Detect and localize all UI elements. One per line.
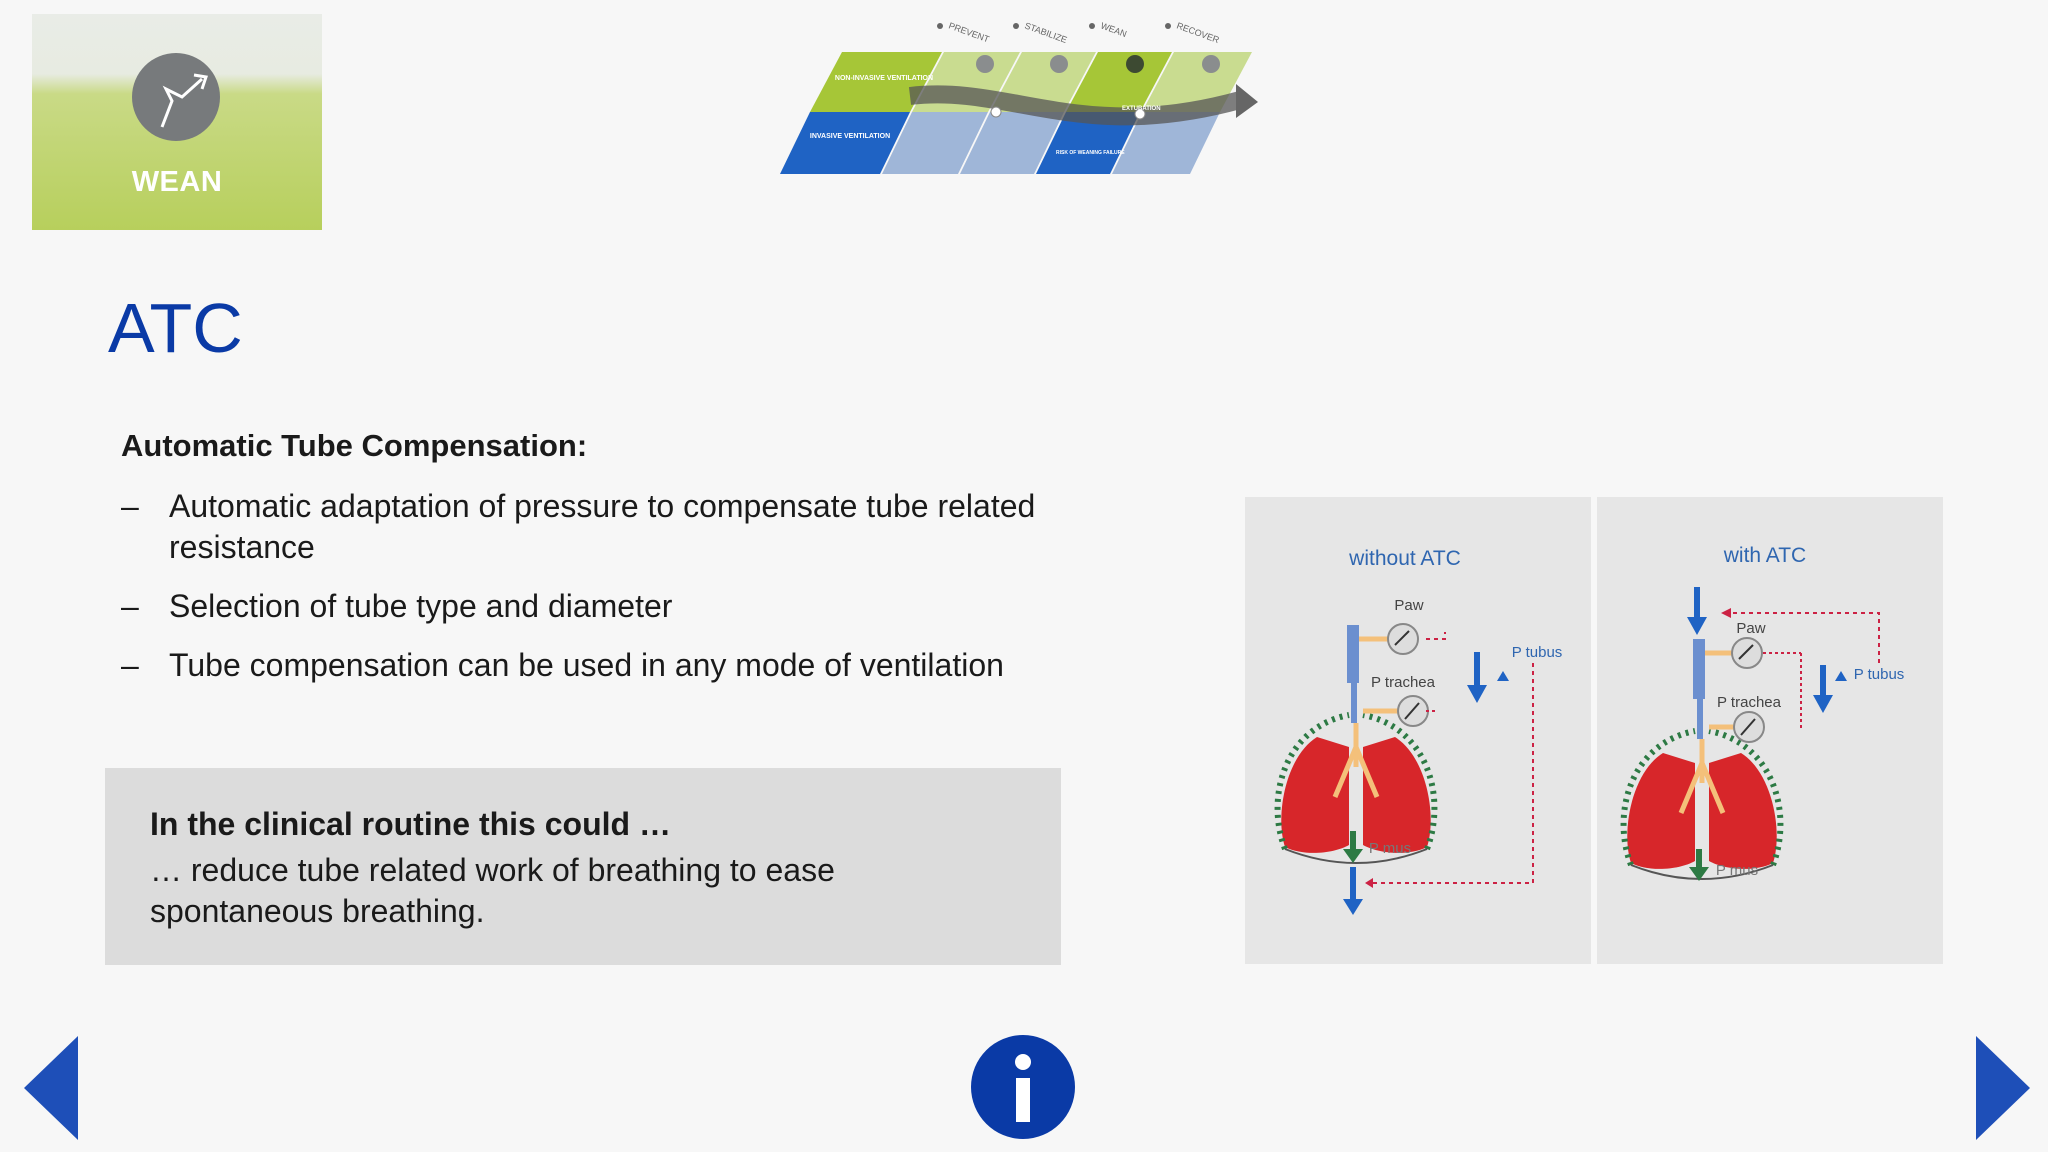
ptrachea-label: P trachea	[1371, 674, 1436, 691]
row-label-invasive: INVASIVE VENTILATION	[810, 133, 890, 140]
pmus-label: P mus	[1716, 862, 1758, 879]
annotation-extubation: EXTUBATION	[1122, 106, 1161, 112]
previous-slide-button[interactable]	[24, 1036, 78, 1145]
phase-tile-label: WEAN	[131, 166, 223, 198]
next-slide-button[interactable]	[1976, 1036, 2030, 1145]
bullet-item: – Tube compensation can be used in any m…	[121, 645, 1121, 686]
phase-tile-wean: WEAN	[32, 14, 322, 230]
bullet-list: – Automatic adaptation of pressure to co…	[121, 486, 1121, 704]
callout-title: In the clinical routine this could …	[150, 806, 671, 842]
phase-label-text: RECOVER	[1175, 20, 1221, 45]
phase-label-text: PREVENT	[947, 20, 991, 44]
bullet-text: Automatic adaptation of pressure to comp…	[169, 488, 1036, 565]
clinical-routine-callout: In the clinical routine this could … … r…	[105, 768, 1061, 965]
wean-phase-icon	[132, 53, 220, 141]
ptubus-label: P tubus	[1854, 666, 1905, 683]
diagram-with-atc: with ATC Paw P trachea P tubus	[1597, 497, 1943, 964]
triangle-left-icon	[24, 1036, 78, 1140]
bullet-marker: –	[121, 488, 139, 524]
info-icon	[971, 1035, 1075, 1139]
diagram-title: without ATC	[1348, 547, 1461, 570]
info-button[interactable]	[970, 1034, 1076, 1145]
triangle-right-icon	[1976, 1036, 2030, 1140]
bullet-marker: –	[121, 588, 139, 624]
bullet-marker: –	[121, 647, 139, 683]
callout-body: … reduce tube related work of breathing …	[150, 852, 835, 929]
annotation-weaning-failure: RISK OF WEANING FAILURE	[1056, 150, 1125, 156]
phase-label-text: STABILIZE	[1023, 20, 1068, 45]
paw-label: Paw	[1394, 597, 1423, 614]
phase-label-prevent: PREVENT	[937, 20, 991, 45]
bullet-text: Tube compensation can be used in any mod…	[169, 647, 1004, 683]
diagram-without-atc: without ATC Paw P trachea P tubus	[1245, 497, 1591, 964]
bullet-item: – Selection of tube type and diameter	[121, 586, 1121, 627]
phase-label-wean: WEAN	[1089, 20, 1128, 39]
phase-label-stabilize: STABILIZE	[1013, 20, 1068, 45]
phase-label-recover: RECOVER	[1165, 20, 1221, 45]
pmus-label: P mus	[1369, 840, 1411, 857]
ventilation-overview-diagram: PREVENT STABILIZE WEAN RECOVER NON-INVAS…	[780, 20, 1258, 174]
bullet-item: – Automatic adaptation of pressure to co…	[121, 486, 1121, 568]
section-subtitle: Automatic Tube Compensation:	[121, 428, 588, 463]
phase-label-text: WEAN	[1099, 20, 1128, 39]
ptrachea-label: P trachea	[1717, 694, 1782, 711]
ptubus-label: P tubus	[1512, 644, 1563, 661]
diagram-title: with ATC	[1723, 544, 1806, 567]
paw-label: Paw	[1736, 620, 1765, 637]
page-title: ATC	[108, 289, 243, 367]
row-label-noninvasive: NON-INVASIVE VENTILATION	[835, 75, 933, 82]
bullet-text: Selection of tube type and diameter	[169, 588, 673, 624]
